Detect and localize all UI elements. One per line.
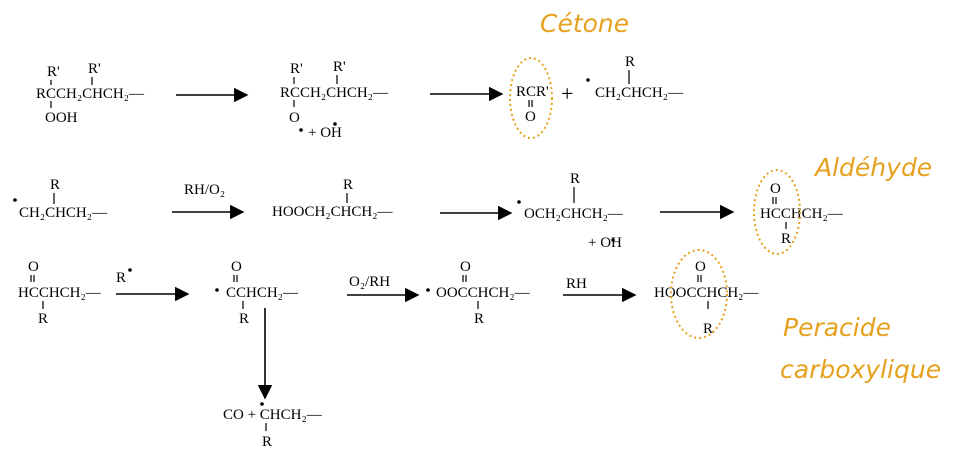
molecule-formula: HCCHCH₂— xyxy=(18,285,102,301)
molecule-substituent: R xyxy=(262,434,272,450)
row3-acyl-radical: O CCHCH₂— R xyxy=(215,259,299,327)
molecule-formula: CH₂CHCH₂— xyxy=(595,85,684,101)
substituent: R' xyxy=(88,61,101,77)
highlight-peracid xyxy=(670,249,728,339)
label-peracide: Peracide xyxy=(783,313,891,342)
row4-decarbonylation: CO + CHCH₂— R xyxy=(223,402,323,450)
row1-hydroperoxide: R' R' RCCH₂CHCH₂— OOH xyxy=(36,61,145,126)
molecule-formula: RCR' xyxy=(516,84,549,100)
row2-aldehyde: O HCCHCH₂— R xyxy=(753,169,844,255)
row2-alkoxy-radical: R OCH₂CHCH₂— + OH xyxy=(517,171,624,251)
molecule-substituent: R xyxy=(781,231,791,247)
molecule-formula: CCHCH₂— xyxy=(226,285,299,301)
label-cetone: Cétone xyxy=(540,9,629,38)
arrow-label: R xyxy=(116,270,126,286)
molecule-substituent: O xyxy=(695,259,706,275)
molecule-formula: RCCH₂CHCH₂— xyxy=(36,86,145,102)
label-carboxylique: carboxylique xyxy=(780,355,941,384)
molecule-substituent: R xyxy=(38,311,48,327)
substituent: R' xyxy=(333,59,346,75)
row3-peracid: O HOOCCHCH₂— R xyxy=(654,249,759,339)
row1-alkoxy: R' R' RCCH₂CHCH₂— O + OH xyxy=(280,59,389,141)
substituent: R' xyxy=(290,61,303,77)
molecule-substituent: O xyxy=(231,259,242,275)
molecule-formula: RCCH₂CHCH₂— xyxy=(280,85,389,101)
arrow-label: RH xyxy=(566,276,587,292)
molecule-formula: CH₂CHCH₂— xyxy=(19,205,108,221)
substituent: R' xyxy=(47,64,60,80)
molecule-substituent: OOH xyxy=(45,110,78,126)
molecule-formula: HOOCCHCH₂— xyxy=(654,285,759,301)
row1-alkyl-radical: R CH₂CHCH₂— xyxy=(586,54,684,101)
molecule-substituent: R xyxy=(703,321,713,337)
molecule-substituent: R xyxy=(474,311,484,327)
plus-sign: + xyxy=(561,81,573,106)
row1-ketone: RCR' O xyxy=(509,57,553,139)
substituent: R xyxy=(570,171,580,187)
row3-peroxy-radical: O OOCCHCH₂— R xyxy=(426,259,531,327)
row3-aldehyde: O HCCHCH₂— R xyxy=(18,259,102,327)
molecule-formula: HCCHCH₂— xyxy=(760,206,844,222)
molecule-substituent: R xyxy=(239,311,249,327)
molecule-substituent: O xyxy=(770,181,781,197)
substituent: R xyxy=(625,54,635,70)
molecule-formula: OOCCHCH₂— xyxy=(436,285,531,301)
highlight-aldehyde xyxy=(753,169,801,255)
molecule-formula: HOOCH₂CHCH₂— xyxy=(272,204,393,220)
highlight-ketone xyxy=(509,57,553,139)
radical-fragment: + OH xyxy=(588,235,622,251)
substituent: R xyxy=(50,177,60,193)
molecule-substituent: O xyxy=(289,110,300,126)
molecule-formula: OCH₂CHCH₂— xyxy=(524,206,624,222)
row2-alkyl-radical: R CH₂CHCH₂— xyxy=(13,177,108,221)
molecule-formula: CO + CHCH₂— xyxy=(223,407,323,423)
label-aldehyde: Aldéhyde xyxy=(813,153,932,182)
molecule-substituent: O xyxy=(525,109,536,125)
molecule-substituent: O xyxy=(460,259,471,275)
molecule-substituent: O xyxy=(28,259,39,275)
arrow-label: RH/O₂ xyxy=(184,182,225,198)
row2-hydroperoxide: R HOOCH₂CHCH₂— xyxy=(272,177,393,220)
substituent: R xyxy=(343,177,353,193)
radical-fragment: + OH xyxy=(308,125,342,141)
arrow-label: O₂/RH xyxy=(349,274,390,290)
